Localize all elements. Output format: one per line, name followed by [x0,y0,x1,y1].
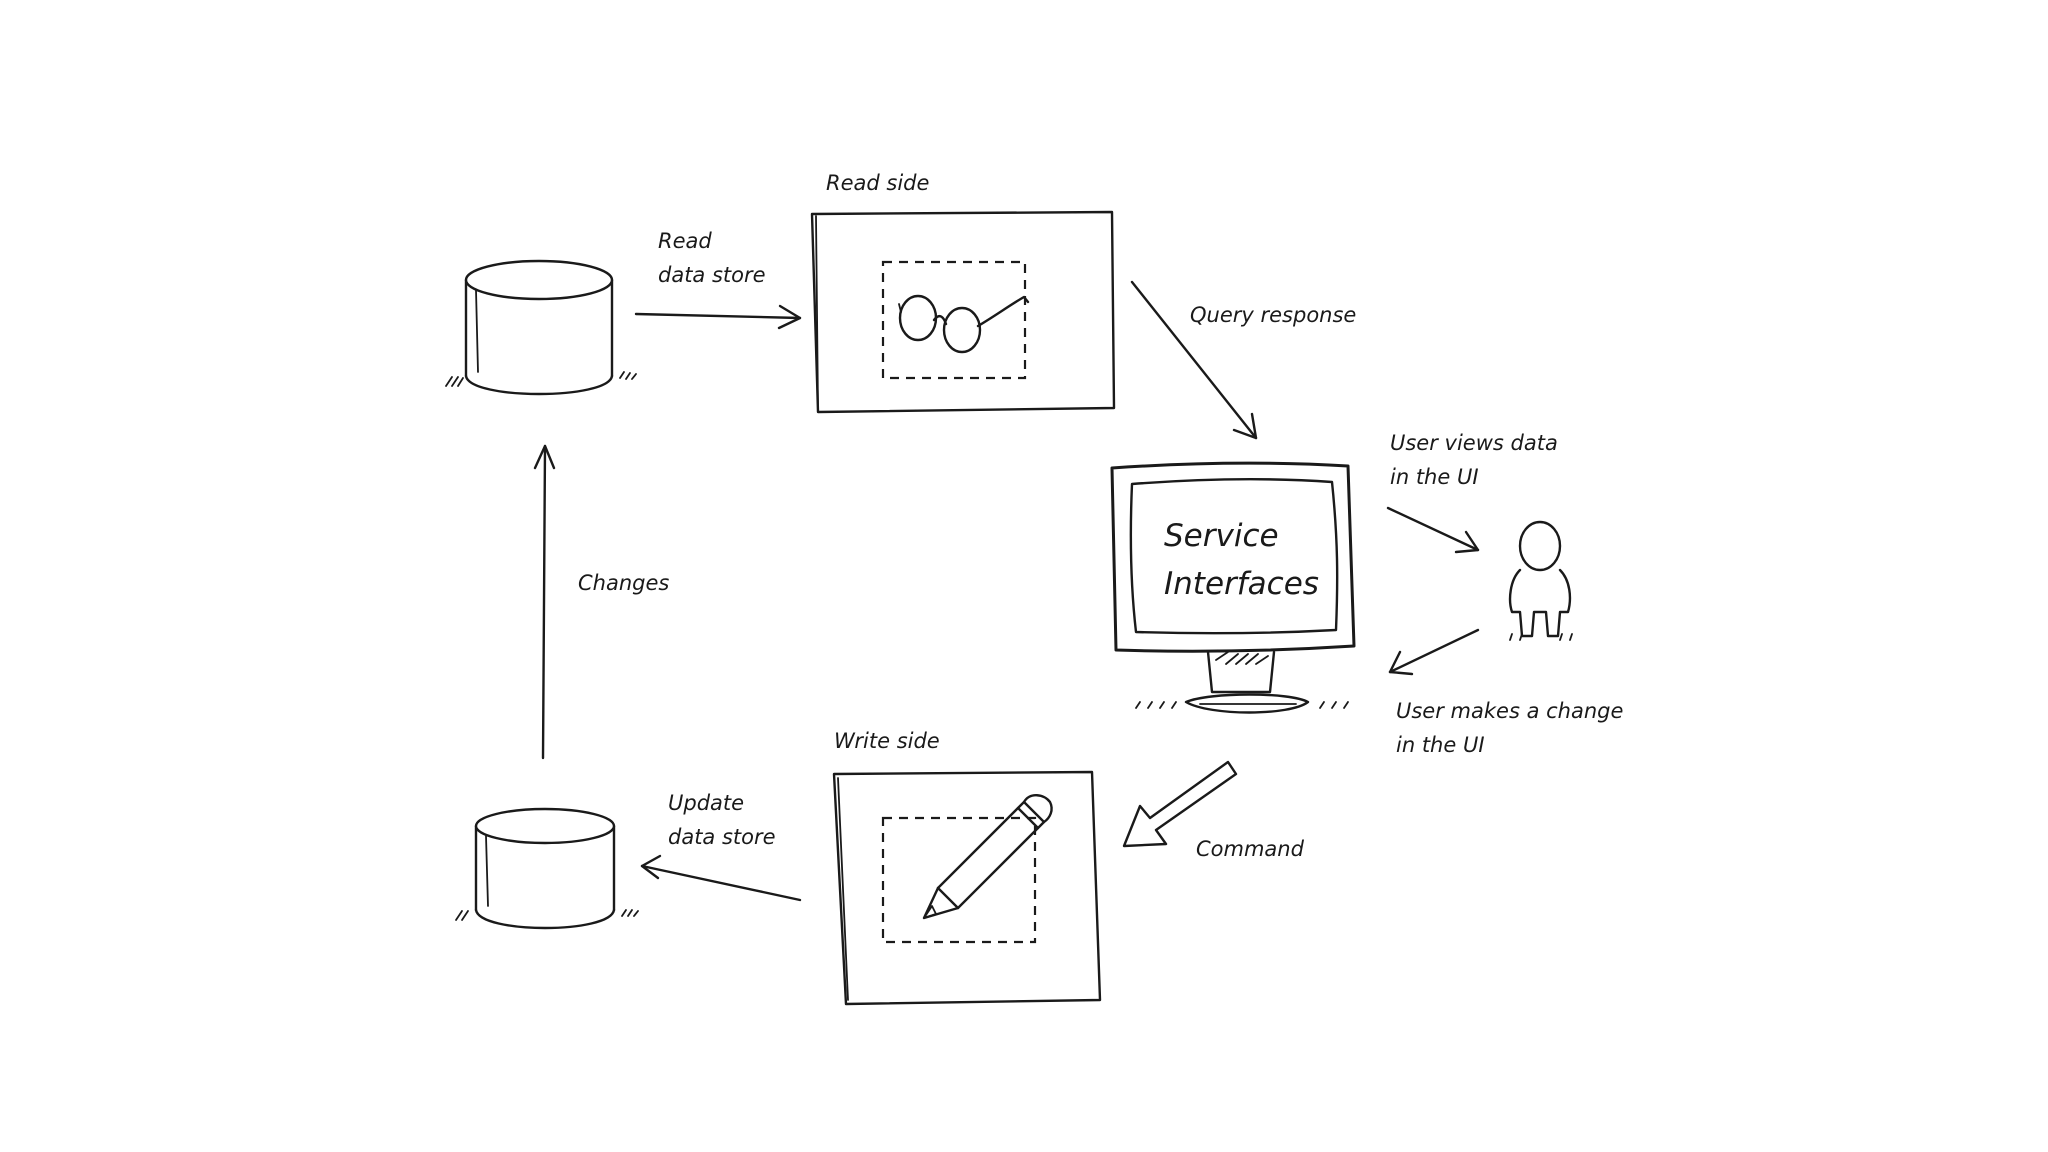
pencil-icon [922,794,1053,920]
write-data-store-cylinder-icon [455,807,639,930]
user-views-data-label-line1: User views data [1390,431,1558,455]
read-data-store-cylinder-icon [445,259,637,396]
query-response-label: Query response [1190,303,1356,327]
update-data-store-label-line1: Update [668,791,744,815]
user-makes-change-label-line2: in the UI [1396,733,1485,757]
service-interfaces-label-line2: Interfaces [1164,566,1319,602]
glasses-icon [898,294,1030,354]
arrow-update-data-store [640,854,802,902]
command-label: Command [1196,837,1305,861]
command-arrow-icon [1122,760,1238,848]
arrow-user-views-data [1386,506,1480,554]
write-side-label: Write side [834,729,940,753]
user-makes-change-label-line1: User makes a change [1396,699,1623,723]
read-data-store-label-line1: Read [658,229,712,253]
arrow-changes [533,444,556,760]
write-side-box [832,770,1102,1006]
read-side-box [810,210,1116,414]
service-interfaces-label-line1: Service [1164,518,1279,554]
arrow-read-store-to-read-side [634,304,802,330]
monitor-icon [1110,461,1356,714]
person-icon [1508,520,1573,641]
arrow-query-response [1130,280,1258,440]
update-data-store-label-line2: data store [668,825,776,849]
user-views-data-label-line2: in the UI [1390,465,1479,489]
read-data-store-label-line2: data store [658,263,766,287]
changes-label: Changes [578,571,669,595]
read-side-label: Read side [826,171,929,195]
arrow-user-makes-change [1388,628,1480,676]
